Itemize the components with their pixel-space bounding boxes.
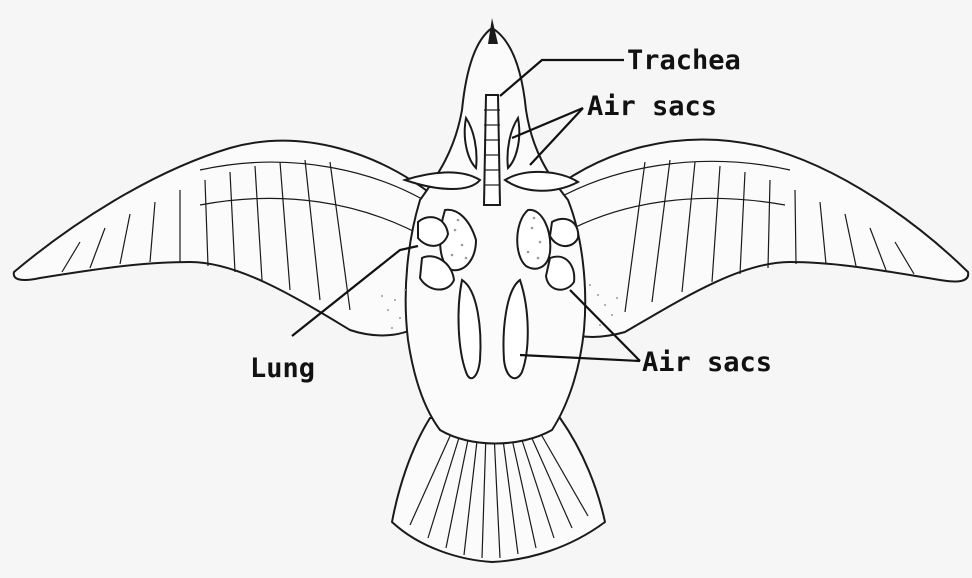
body (381, 18, 618, 445)
label-air-sacs-bottom: Air sacs (642, 347, 772, 378)
label-trachea: Trachea (627, 45, 741, 76)
trachea-leader (499, 58, 624, 97)
right-wing (539, 138, 970, 338)
label-air-sacs-top: Air sacs (587, 91, 717, 122)
posterior-air-sacs (417, 216, 580, 380)
air-sacs-bottom-leader-1 (569, 289, 641, 362)
left-wing (12, 139, 446, 337)
lungs (439, 208, 552, 272)
anterior-air-sacs (401, 115, 580, 192)
lung-leader (291, 244, 419, 337)
air-sacs-top-leader-1 (511, 106, 584, 140)
tail (391, 417, 606, 563)
beak (488, 18, 498, 44)
trachea-shape (482, 94, 502, 206)
label-lung: Lung (250, 353, 315, 384)
wing-stipple (381, 284, 618, 329)
air-sacs-bottom-leader-2 (519, 353, 641, 363)
air-sacs-top-leader-2 (529, 107, 584, 166)
leader-lines (291, 58, 641, 363)
